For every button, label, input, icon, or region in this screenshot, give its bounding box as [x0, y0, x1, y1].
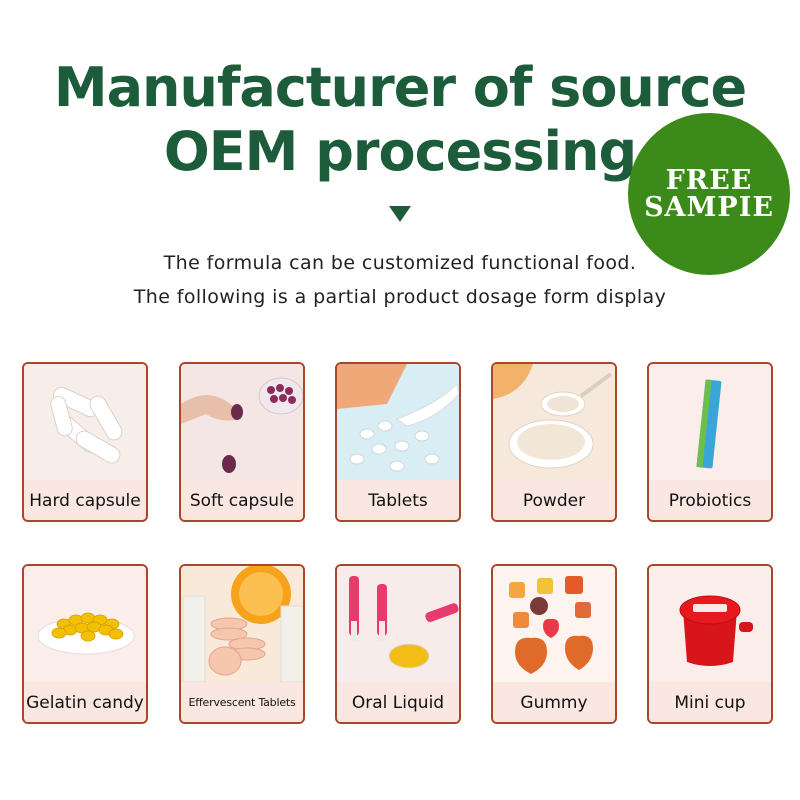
- product-label: Oral Liquid: [337, 684, 459, 722]
- product-card-gelatin-candy[interactable]: Gelatin candy: [22, 564, 148, 724]
- gummy-icon: [493, 566, 615, 682]
- cup-icon: [649, 566, 771, 682]
- product-label: Probiotics: [649, 482, 771, 520]
- tablet-icon: [337, 364, 459, 480]
- product-card-probiotics[interactable]: Probiotics: [647, 362, 773, 522]
- product-label: Tablets: [337, 482, 459, 520]
- product-label: Soft capsule: [181, 482, 303, 520]
- free-sample-badge[interactable]: FREE SAMPIE: [628, 113, 790, 275]
- subtitle-line-1: The formula can be customized functional…: [163, 252, 637, 274]
- product-card-gummy[interactable]: Gummy: [491, 564, 617, 724]
- page-title-line-2: OEM processing: [163, 120, 637, 183]
- product-card-mini-cup[interactable]: Mini cup: [647, 564, 773, 724]
- product-label: Effervescent Tablets: [181, 684, 303, 722]
- powder-icon: [493, 364, 615, 480]
- product-label: Mini cup: [649, 684, 771, 722]
- capsule-icon: [24, 364, 146, 480]
- effervescent-icon: [181, 566, 303, 682]
- product-card-tablets[interactable]: Tablets: [335, 362, 461, 522]
- dropper-icon: [337, 566, 459, 682]
- badge-line-1: FREE: [665, 165, 753, 196]
- product-card-hard-capsule[interactable]: Hard capsule: [22, 362, 148, 522]
- product-card-effervescent-tablets[interactable]: Effervescent Tablets: [179, 564, 305, 724]
- gelatin-icon: [24, 566, 146, 682]
- down-arrow-icon: [389, 206, 411, 222]
- product-label: Gummy: [493, 684, 615, 722]
- product-label: Powder: [493, 482, 615, 520]
- softgel-icon: [181, 364, 303, 480]
- sachet-icon: [649, 364, 771, 480]
- product-label: Gelatin candy: [24, 684, 146, 722]
- page-title-line-1: Manufacturer of source: [53, 56, 747, 119]
- product-label: Hard capsule: [24, 482, 146, 520]
- subtitle-line-2: The following is a partial product dosag…: [133, 286, 667, 308]
- badge-line-2: SAMPIE: [644, 192, 774, 223]
- product-card-powder[interactable]: Powder: [491, 362, 617, 522]
- product-card-soft-capsule[interactable]: Soft capsule: [179, 362, 305, 522]
- product-card-oral-liquid[interactable]: Oral Liquid: [335, 564, 461, 724]
